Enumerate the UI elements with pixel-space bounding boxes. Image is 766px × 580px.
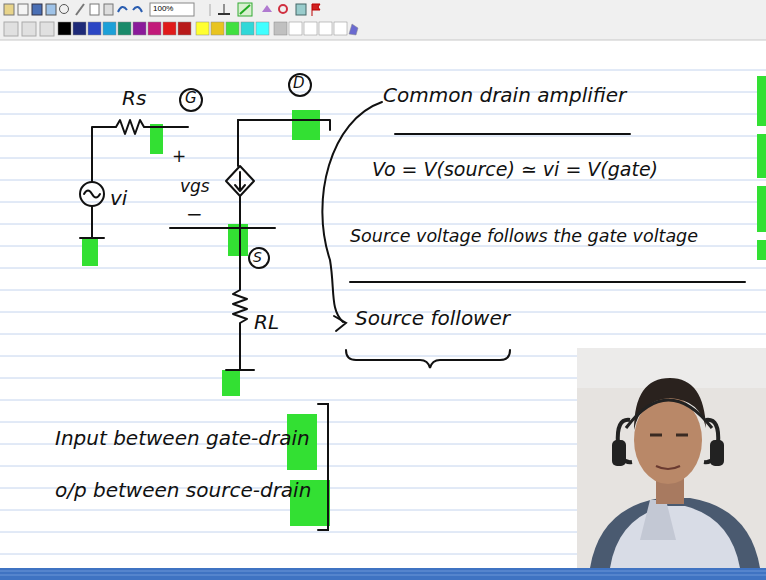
resistor-label: RL xyxy=(254,312,279,332)
note-text: o/p between source-drain xyxy=(55,480,311,500)
circuit-schematic xyxy=(80,74,330,370)
ac-source-symbol xyxy=(80,182,104,206)
signal-name: vgs xyxy=(180,178,210,195)
underline xyxy=(395,133,630,135)
highlight-marks xyxy=(82,76,766,526)
terminal-label: S xyxy=(253,250,262,264)
resistor-label: Rs xyxy=(122,88,146,108)
source-bar xyxy=(170,227,275,229)
drain-wire xyxy=(238,120,330,130)
ground-symbol xyxy=(226,369,254,371)
notes-strokes xyxy=(318,102,745,530)
terminal-label: G xyxy=(185,91,197,106)
gate-resistor-wire xyxy=(92,120,188,182)
underline xyxy=(350,281,745,283)
terminal-label: D xyxy=(293,76,305,91)
toolbar-icons xyxy=(4,3,320,36)
status-bar xyxy=(0,568,766,580)
curved-arrow xyxy=(322,102,382,322)
zoom-level: 100% xyxy=(153,5,173,13)
note-heading: Common drain amplifier xyxy=(383,85,626,105)
polarity-sign: + xyxy=(172,148,186,165)
bracket xyxy=(318,404,328,530)
note-equation: Vo = V(source) ≃ vi = V(gate) xyxy=(372,160,658,179)
load-resistor xyxy=(233,196,247,370)
dependent-source-diamond xyxy=(226,166,254,196)
underbrace xyxy=(346,350,510,368)
polarity-sign: − xyxy=(186,204,203,224)
webcam-video xyxy=(577,348,766,568)
toolbar xyxy=(0,0,766,40)
note-text: Source voltage follows the gate voltage xyxy=(350,228,698,246)
note-text: Input between gate-drain xyxy=(55,428,310,448)
note-text: Source follower xyxy=(355,308,510,328)
ground-symbol xyxy=(80,206,104,238)
color-palette xyxy=(58,22,358,35)
status-bar-pattern xyxy=(0,571,766,575)
signal-name: vi xyxy=(110,188,127,208)
